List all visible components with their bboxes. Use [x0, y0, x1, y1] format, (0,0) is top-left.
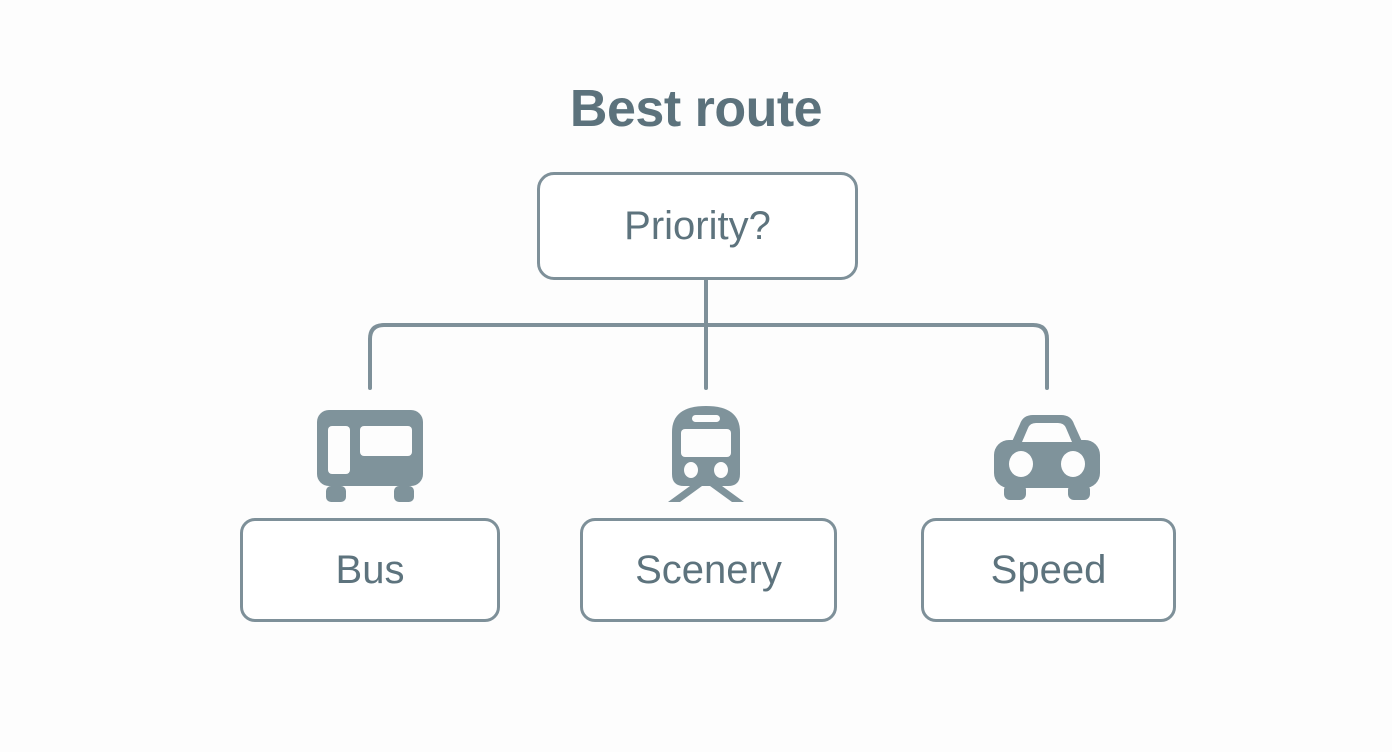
outcome-node-speed[interactable]: Speed: [921, 518, 1176, 622]
outcome-node-scenery[interactable]: Scenery: [580, 518, 837, 622]
outcome-node-label: Scenery: [635, 547, 782, 592]
outcome-node-label: Speed: [990, 547, 1107, 592]
page-title: Best route: [569, 80, 823, 138]
decision-node-label: Priority?: [624, 203, 771, 248]
decision-node-priority[interactable]: Priority?: [537, 172, 858, 280]
outcome-node-bus[interactable]: Bus: [240, 518, 500, 622]
outcome-node-label: Bus: [335, 547, 405, 592]
connector-bar: [368, 323, 1049, 390]
bus-icon: [310, 398, 430, 502]
car-icon: [987, 398, 1107, 502]
train-icon: [646, 398, 766, 502]
